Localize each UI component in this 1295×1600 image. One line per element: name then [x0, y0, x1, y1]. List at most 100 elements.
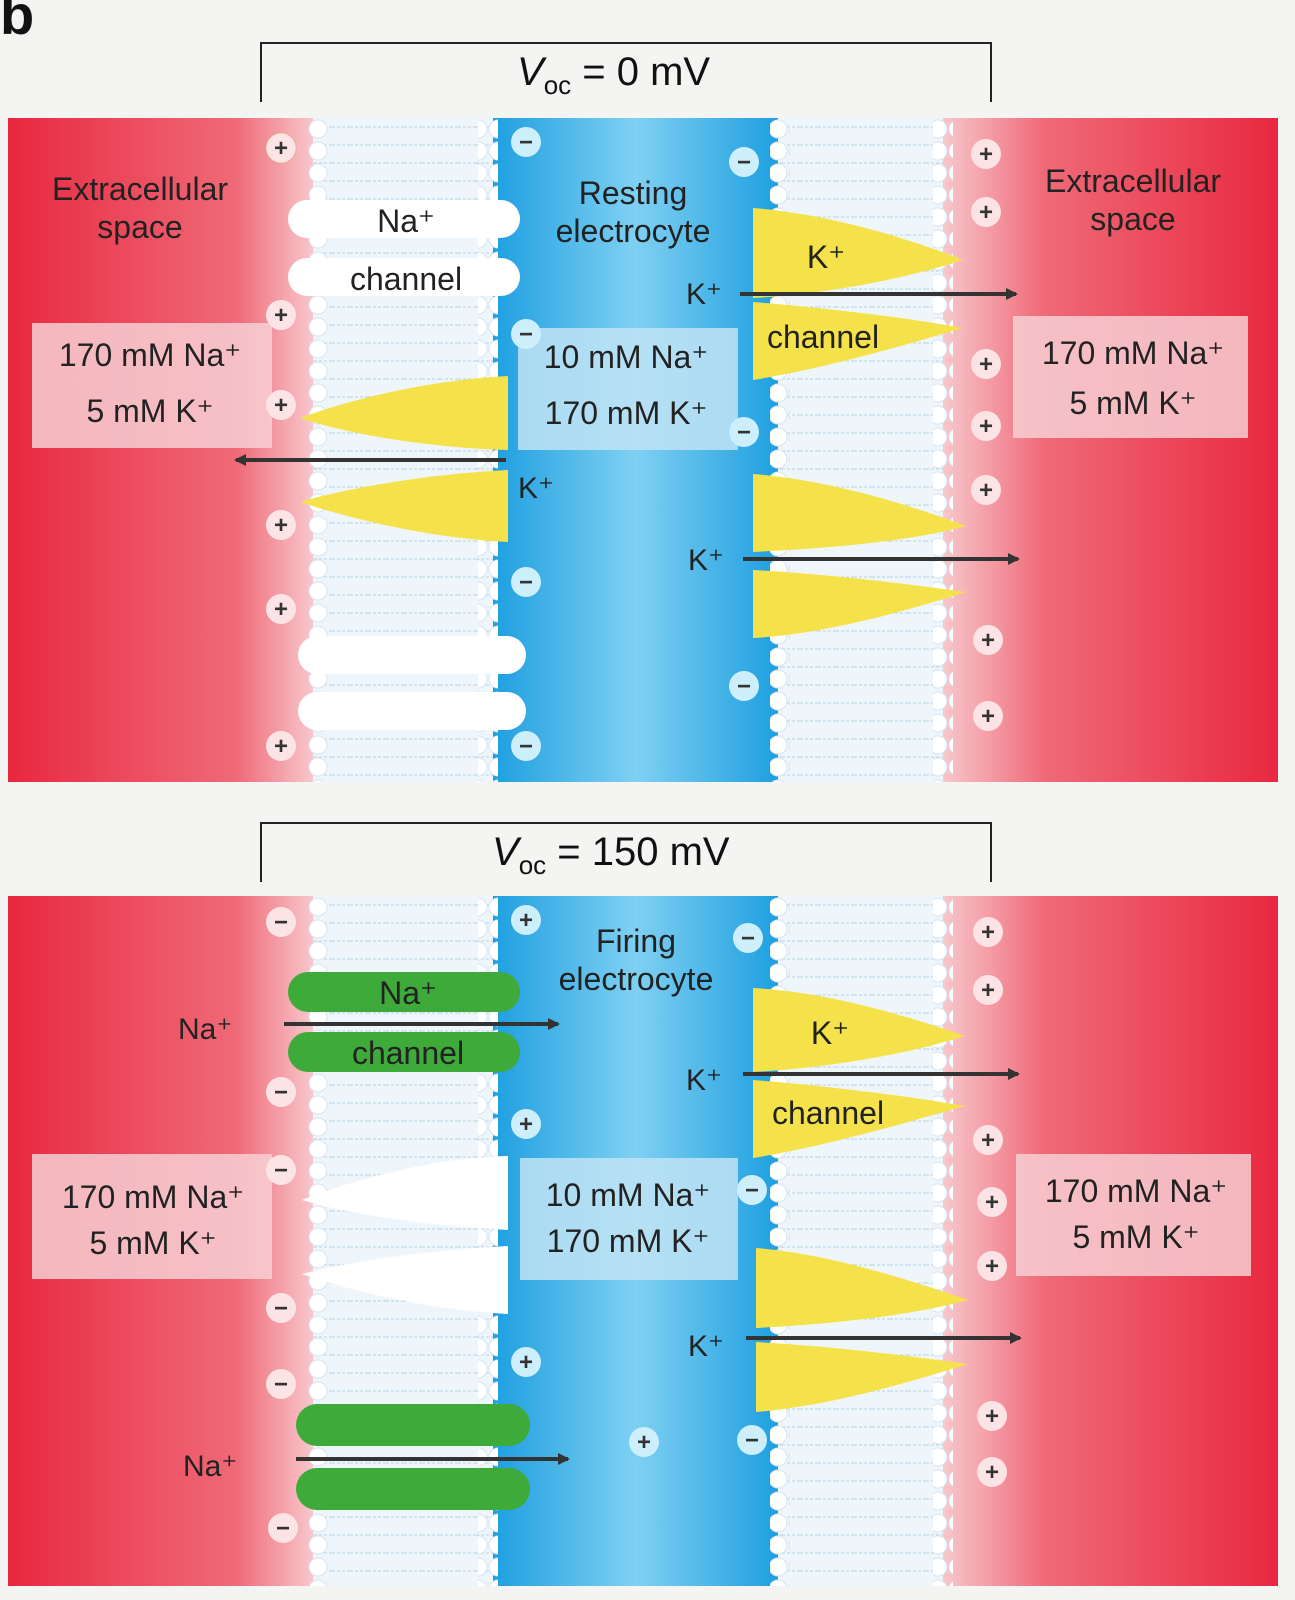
plus-charge: + — [971, 411, 1001, 441]
svg-text:+: + — [274, 302, 288, 329]
plus-charge: + — [971, 349, 1001, 379]
plus-charge: + — [266, 510, 296, 540]
minus-charge: − — [266, 1293, 296, 1323]
svg-text:+: + — [981, 977, 995, 1004]
voc-sub: oc — [543, 70, 572, 100]
voc-label-top: Voc = 0 mV — [505, 50, 723, 101]
extracellular-label-right: space — [1090, 201, 1175, 237]
plus-charge: + — [629, 1427, 659, 1457]
svg-text:+: + — [637, 1429, 651, 1456]
plus-charge: + — [971, 139, 1001, 169]
na-channel-label-ion: Na⁺ — [377, 203, 435, 239]
svg-text:+: + — [519, 907, 533, 934]
k-channel-label-ion: K⁺ — [807, 239, 845, 275]
svg-text:+: + — [981, 627, 995, 654]
conc-box-left — [32, 323, 272, 448]
extracellular-label-left: space — [97, 209, 182, 245]
conc-box-center — [518, 328, 738, 450]
minus-charge: − — [511, 731, 541, 761]
plus-charge: + — [266, 594, 296, 624]
svg-text:+: + — [985, 1189, 999, 1216]
svg-text:−: − — [745, 1427, 759, 1454]
resting-diagram: Na⁺ channel K⁺ K⁺ channel K⁺ K⁺ Extracel… — [8, 118, 1278, 782]
conc-box-left — [32, 1154, 272, 1279]
conc-left-k: 5 mM K⁺ — [89, 1225, 216, 1261]
panel-letter: b — [0, 0, 35, 46]
na-channel-open-labelled — [288, 972, 520, 1072]
cell-label: Resting — [579, 175, 688, 211]
conc-box-right — [1016, 1154, 1251, 1276]
k-channel-right — [753, 474, 966, 638]
membrane-right-outer-heads — [933, 118, 953, 782]
k-ion-label: K⁺ — [688, 1330, 724, 1363]
na-channel-label-word: channel — [350, 261, 462, 297]
cell-label: Firing — [596, 923, 676, 959]
plus-charge: + — [977, 1401, 1007, 1431]
conc-left-na: 170 mM Na⁺ — [62, 1179, 244, 1215]
minus-charge: − — [511, 567, 541, 597]
conc-right-na: 170 mM Na⁺ — [1042, 335, 1224, 371]
minus-charge: − — [266, 907, 296, 937]
conc-box-right — [1013, 316, 1248, 438]
k-ion-label: K⁺ — [518, 472, 554, 505]
voc-symbol: V — [517, 50, 544, 94]
svg-text:+: + — [519, 1349, 533, 1376]
charges-bottom: − − − − − − + + + + − − − + + + + + + + — [266, 905, 1007, 1543]
charges-top: + + + + + + + + + + + + + − − − − − − − — [265, 127, 1003, 761]
voltage-bracket-top — [260, 42, 992, 102]
svg-text:−: − — [737, 673, 751, 700]
k-ion-label: K⁺ — [688, 544, 724, 577]
conc-right-k: 5 mM K⁺ — [1069, 385, 1196, 421]
resting-panel: Na⁺ channel K⁺ K⁺ channel K⁺ K⁺ Extracel… — [8, 118, 1278, 782]
svg-text:−: − — [737, 419, 751, 446]
plus-charge: + — [977, 1187, 1007, 1217]
extracellular-right — [943, 118, 1278, 782]
plus-charge: + — [973, 1125, 1003, 1155]
minus-charge: − — [266, 1155, 296, 1185]
extracellular-label-left: Extracellular — [52, 171, 228, 207]
svg-text:−: − — [519, 129, 533, 156]
svg-text:+: + — [981, 703, 995, 730]
plus-charge: + — [973, 917, 1003, 947]
conc-left-na: 170 mM Na⁺ — [59, 337, 241, 373]
minus-charge: − — [266, 1369, 296, 1399]
cell-label: electrocyte — [556, 213, 711, 249]
minus-charge: − — [268, 1513, 298, 1543]
conc-left-k: 5 mM K⁺ — [86, 393, 213, 429]
svg-text:+: + — [981, 1127, 995, 1154]
svg-text:−: − — [519, 321, 533, 348]
svg-text:−: − — [276, 1515, 290, 1542]
na-ion-label: Na⁺ — [183, 1450, 237, 1483]
k-channel-left — [300, 376, 508, 542]
conc-center-na: 10 mM Na⁺ — [544, 339, 708, 375]
minus-charge: − — [266, 1077, 296, 1107]
cell-label: electrocyte — [559, 961, 714, 997]
svg-text:−: − — [745, 1177, 759, 1204]
plus-charge: + — [973, 975, 1003, 1005]
plus-charge: + — [977, 1251, 1007, 1281]
na-channel-label-ion: Na⁺ — [379, 975, 437, 1011]
conc-box-center — [520, 1158, 738, 1280]
k-channel-label-word: channel — [767, 319, 879, 355]
k-ion-label: K⁺ — [686, 278, 722, 311]
svg-text:−: − — [274, 1295, 288, 1322]
plus-charge: + — [266, 731, 296, 761]
svg-text:+: + — [979, 141, 993, 168]
na-channel-label-word: channel — [352, 1035, 464, 1071]
svg-text:−: − — [519, 733, 533, 760]
membrane-right-outer-heads — [933, 896, 953, 1586]
minus-charge: − — [729, 417, 759, 447]
k-channel-left-closed — [302, 1156, 508, 1314]
voc-sub: oc — [518, 850, 547, 880]
svg-text:+: + — [274, 512, 288, 539]
svg-text:+: + — [979, 413, 993, 440]
svg-text:+: + — [985, 1253, 999, 1280]
extracellular-left — [8, 118, 313, 782]
minus-charge: − — [511, 319, 541, 349]
k-channel-right-labelled — [753, 988, 965, 1158]
minus-charge: − — [511, 127, 541, 157]
svg-text:+: + — [274, 733, 288, 760]
svg-text:−: − — [737, 149, 751, 176]
svg-text:+: + — [274, 392, 288, 419]
na-channel-closed — [298, 636, 526, 730]
